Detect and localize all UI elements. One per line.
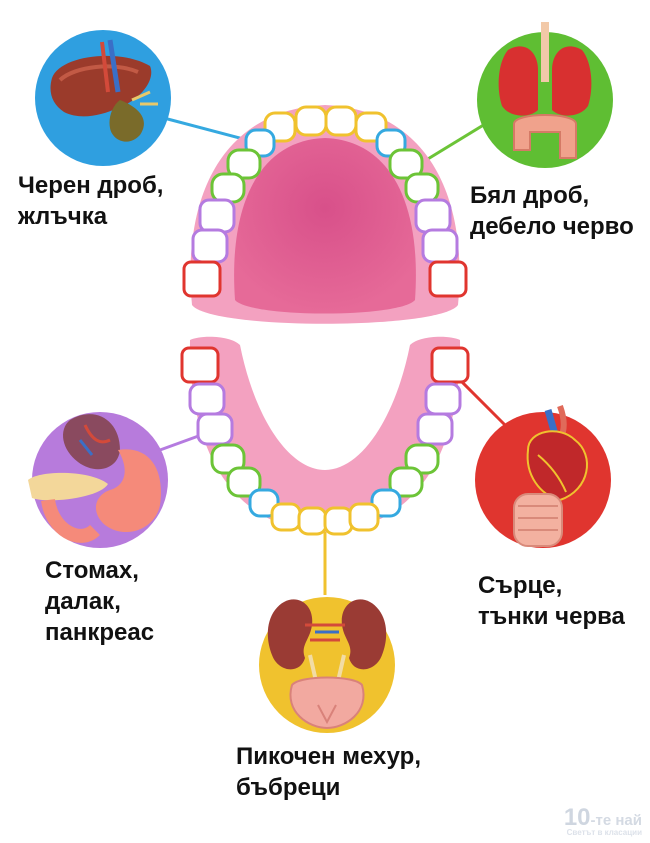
tooth-upper-premolar	[210, 172, 246, 204]
tooth-upper-premolar	[404, 172, 440, 204]
tooth-lower-incisor	[348, 502, 380, 532]
tooth-upper-molar	[414, 198, 452, 234]
lower-teeth	[180, 346, 470, 536]
watermark-logo: 10-те най Светът в класации	[564, 804, 642, 837]
label-line: тънки черва	[478, 603, 625, 630]
tooth-lower-wisdom	[430, 346, 470, 384]
tooth-upper-wisdom	[428, 260, 468, 298]
label-line: Бял дроб,	[470, 182, 590, 209]
tooth-lower-premolar	[226, 466, 262, 498]
liver-icon	[35, 30, 171, 166]
label-liver-gallbladder: Черен дроб, жлъчка	[18, 170, 163, 232]
label-line: дебело черво	[470, 213, 634, 240]
tooth-lower-molar	[196, 412, 234, 446]
small-intestine	[513, 493, 563, 547]
tooth-upper-incisor	[294, 105, 328, 137]
tooth-lower-molar	[416, 412, 454, 446]
upper-teeth	[182, 105, 468, 298]
label-lung-colon: Бял дроб, дебело черво	[470, 180, 634, 242]
tooth-lower-molar	[424, 382, 462, 416]
tooth-upper-incisor	[324, 105, 358, 137]
label-line: далак,	[45, 588, 121, 615]
tooth-lower-incisor	[270, 502, 302, 532]
label-line: Пикочен мехур,	[236, 743, 421, 770]
label-heart-small-intestine: Сърце, тънки черва	[478, 570, 625, 632]
tooth-lower-premolar	[388, 466, 424, 498]
label-stomach-spleen-pancreas: Стомах, далак, панкреас	[45, 555, 154, 648]
watermark-number: 10	[563, 804, 591, 831]
tooth-upper-premolar	[388, 148, 424, 180]
stomach-icon	[28, 412, 168, 548]
tooth-upper-premolar	[226, 148, 262, 180]
tooth-upper-molar	[421, 228, 459, 264]
watermark-tagline: Светът в класации	[566, 828, 642, 837]
label-bladder-kidneys: Пикочен мехур, бъбреци	[236, 741, 421, 803]
connector-liver	[159, 115, 256, 144]
label-line: Сърце,	[478, 572, 563, 599]
label-line: панкреас	[45, 619, 155, 646]
label-line: Черен дроб,	[18, 172, 164, 199]
tooth-upper-molar	[198, 198, 236, 234]
tooth-upper-wisdom	[182, 260, 222, 298]
tooth-upper-molar	[191, 228, 229, 264]
watermark-text: -те най	[590, 812, 642, 829]
lung-icon	[477, 22, 613, 168]
tooth-lower-wisdom	[180, 346, 220, 384]
label-line: бъбреци	[236, 774, 341, 801]
tooth-lower-incisor	[297, 506, 328, 536]
heart-icon	[475, 404, 611, 548]
label-line: Стомах,	[45, 557, 139, 584]
tooth-lower-incisor	[323, 506, 354, 536]
label-line: жлъчка	[18, 203, 108, 230]
tooth-lower-molar	[188, 382, 226, 416]
kidney-icon	[259, 597, 395, 733]
